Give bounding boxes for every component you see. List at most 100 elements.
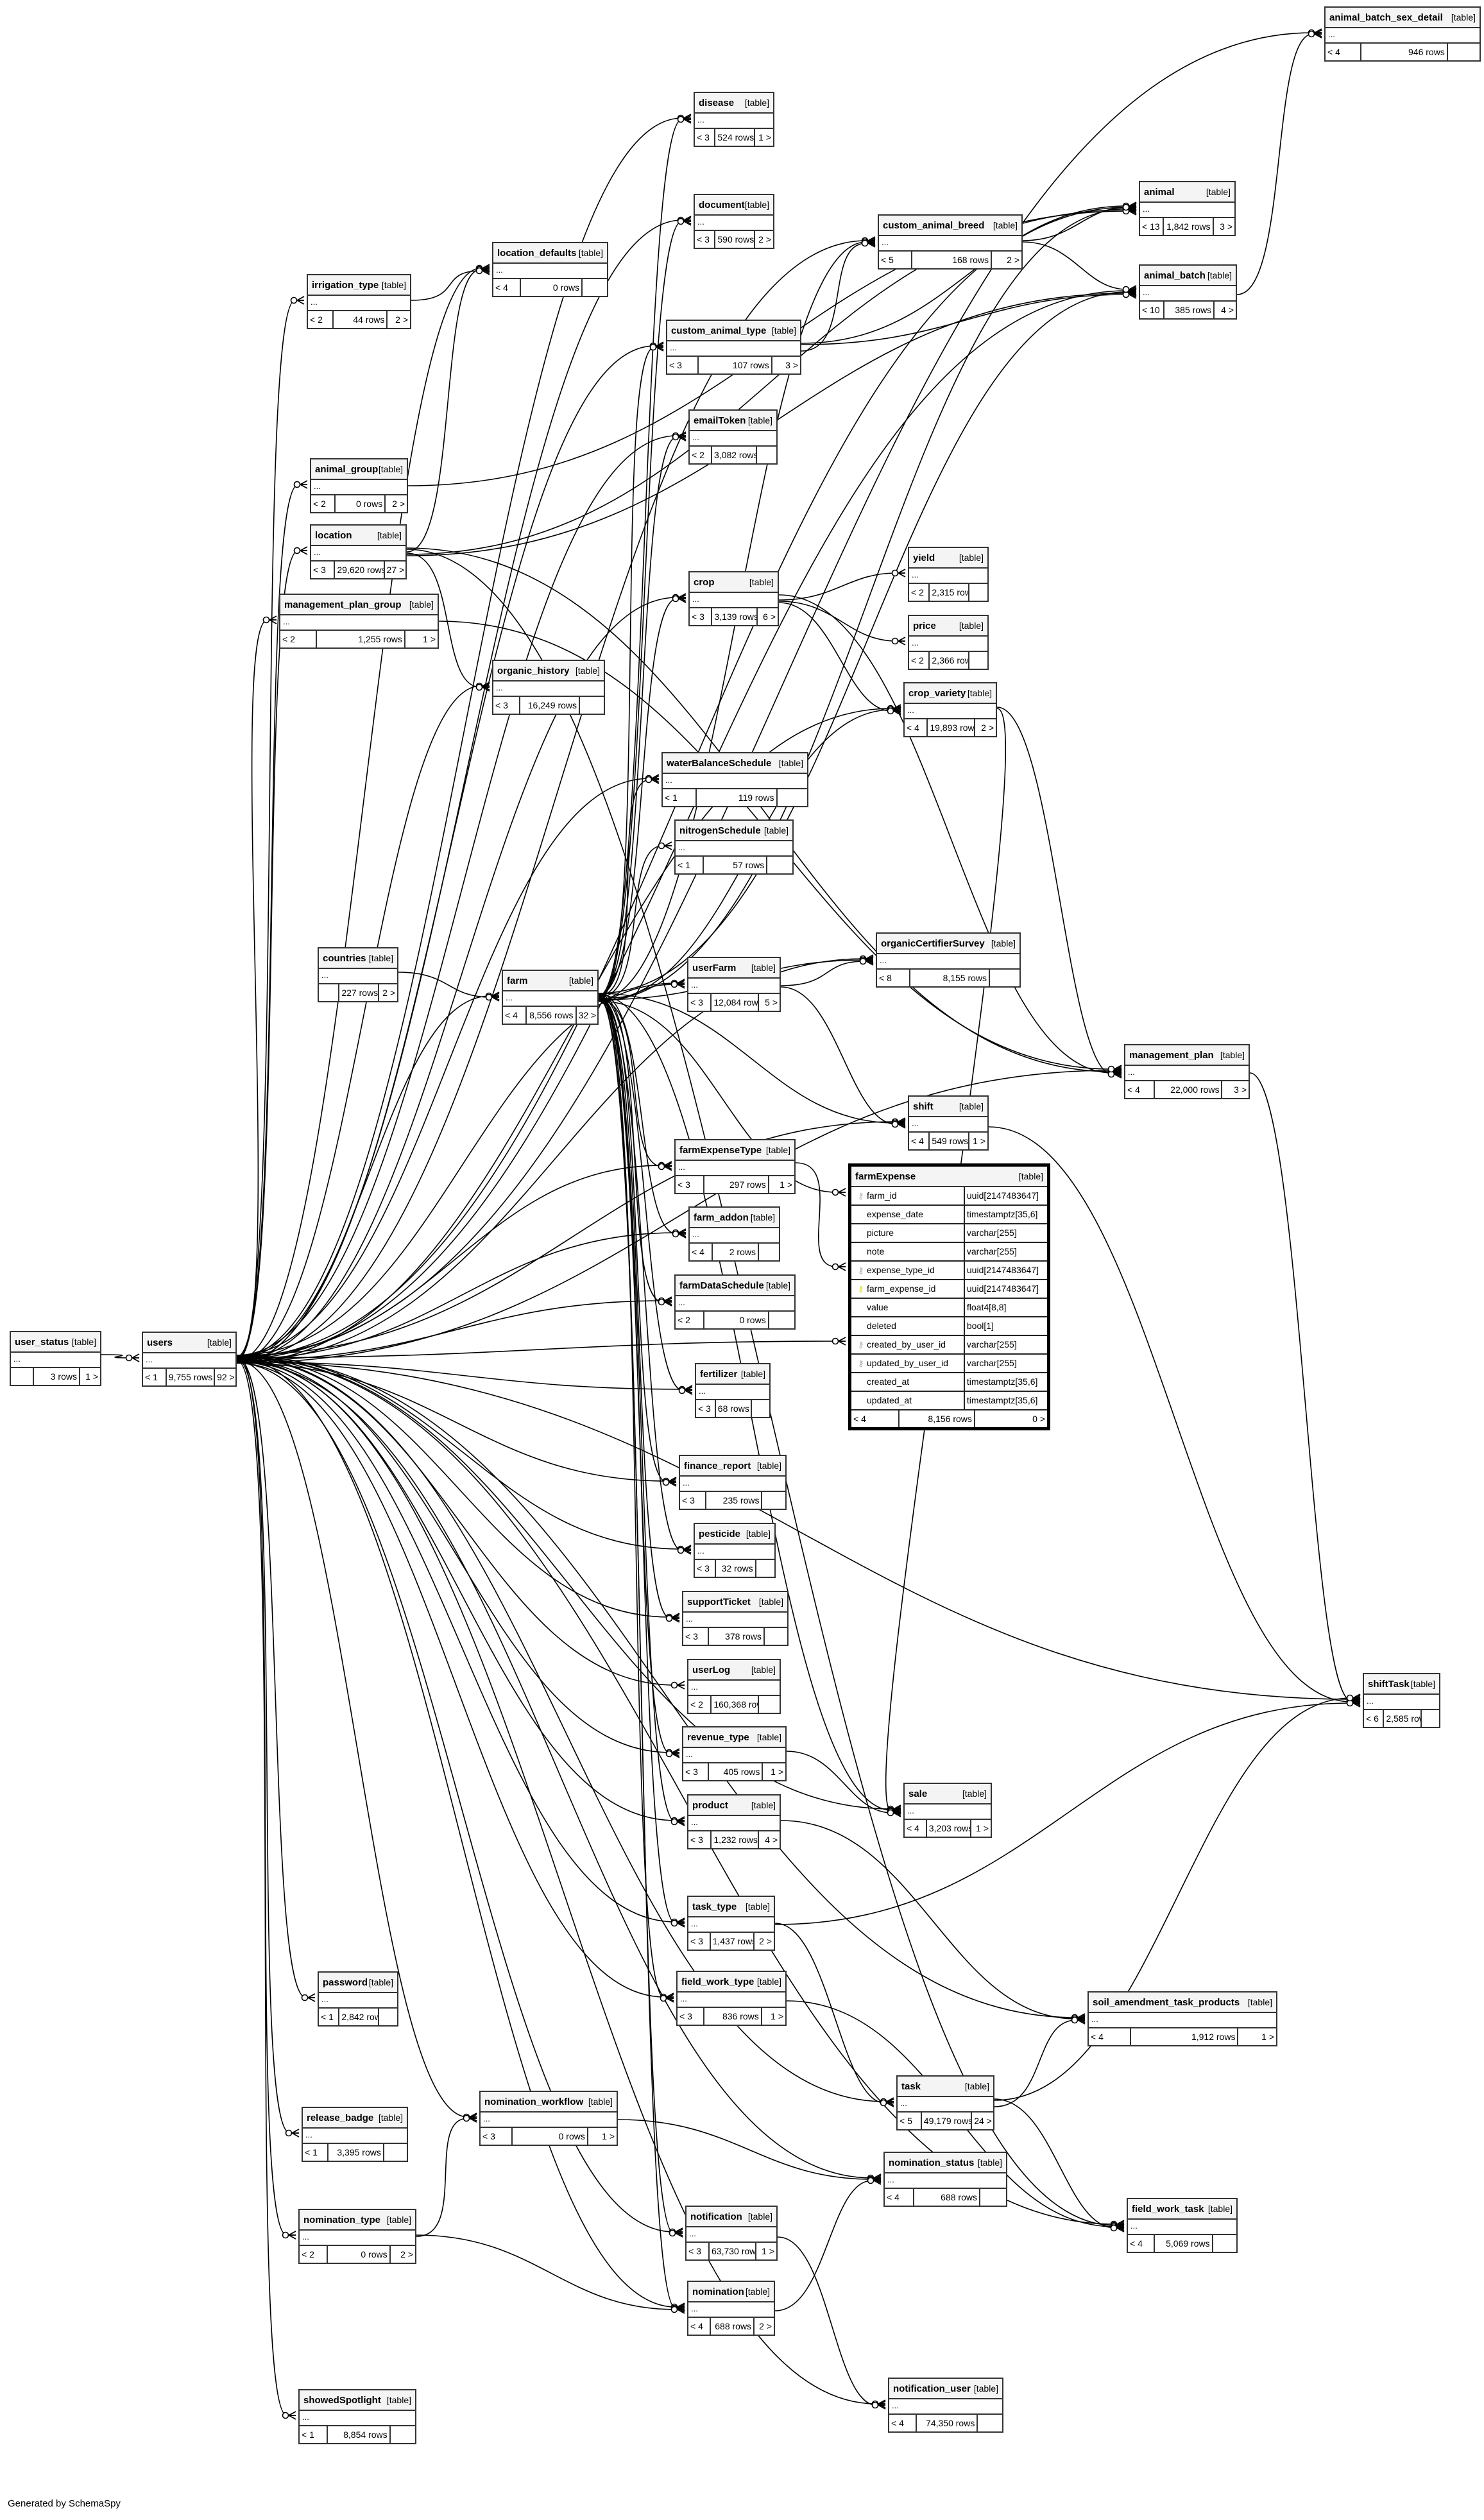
children-link[interactable]: 1 > [762,2246,774,2256]
columns-collapsed[interactable]: ... [688,1917,774,1933]
children-link[interactable] [384,2144,407,2161]
columns-collapsed[interactable]: ... [1140,203,1234,218]
columns-collapsed[interactable]: ... [1326,28,1480,44]
children-link[interactable] [969,652,987,669]
children-link[interactable]: 2 > [759,1936,772,1946]
columns-collapsed[interactable]: ... [909,637,987,652]
table-name[interactable]: countries [323,952,366,964]
parents-link[interactable]: < 3 [695,231,716,248]
table-name[interactable]: task_type [692,1901,737,1912]
columns-collapsed[interactable]: ... [1364,1695,1439,1710]
columns-collapsed[interactable]: ... [663,774,807,789]
parents-link[interactable]: < 3 [688,1831,712,1848]
columns-collapsed[interactable]: ... [688,2302,774,2318]
table-name[interactable]: sale [908,1788,928,1799]
children-link[interactable]: 2 > [759,2321,772,2331]
parents-link[interactable]: < 1 [143,1369,167,1385]
children-link[interactable] [978,2415,1002,2431]
parents-link[interactable]: < 3 [311,561,336,578]
table-name[interactable]: yield [913,552,935,563]
columns-collapsed[interactable]: ... [11,1353,100,1368]
columns-collapsed[interactable]: ... [311,546,405,561]
children-link[interactable]: 1 > [771,2011,783,2021]
parents-link[interactable]: < 2 [676,1312,704,1328]
table-name[interactable]: shiftTask [1368,1678,1410,1690]
parents-link[interactable]: < 4 [688,2318,711,2335]
children-link[interactable] [980,2189,1006,2206]
columns-collapsed[interactable]: ... [300,2231,415,2246]
children-link[interactable] [1422,1710,1439,1727]
parents-link[interactable]: < 3 [688,994,712,1011]
columns-collapsed[interactable]: ... [319,969,397,984]
parents-link[interactable]: < 4 [889,2415,917,2431]
parents-link[interactable]: < 1 [663,789,697,806]
children-link[interactable]: 0 > [1032,1414,1045,1424]
parents-link[interactable]: < 3 [696,1400,716,1417]
table-name[interactable]: disease [699,97,735,108]
table-name[interactable]: farm_addon [694,1212,749,1223]
parents-link[interactable] [319,984,340,1001]
parents-link[interactable]: < 4 [851,1410,900,1427]
columns-collapsed[interactable]: ... [319,1993,397,2009]
columns-collapsed[interactable]: ... [687,2227,776,2243]
columns-collapsed[interactable]: ... [311,480,407,495]
table-name[interactable]: document [699,199,745,210]
columns-collapsed[interactable]: ... [680,1477,785,1492]
children-link[interactable]: 1 > [973,1136,985,1146]
parents-link[interactable]: < 3 [695,1560,716,1577]
children-link[interactable]: 1 > [771,1767,783,1777]
table-name[interactable]: supportTicket [687,1596,751,1607]
table-password[interactable]: password[table]...< 12,842 rows [318,1971,398,2027]
parents-link[interactable]: < 3 [688,1933,711,1950]
children-link[interactable] [778,789,808,806]
parents-link[interactable]: < 2 [311,495,336,512]
table-name[interactable]: nomination [692,2286,744,2297]
parents-link[interactable]: < 1 [300,2426,328,2443]
columns-collapsed[interactable]: ... [683,1748,785,1763]
columns-collapsed[interactable]: ... [690,431,776,447]
table-name[interactable]: finance_report [684,1460,751,1471]
children-link[interactable]: 2 > [392,499,405,509]
children-link[interactable]: 1 > [780,1179,792,1190]
parents-link[interactable]: < 3 [683,1628,710,1645]
columns-collapsed[interactable]: ... [1128,2220,1236,2235]
columns-collapsed[interactable]: ... [678,1993,785,2008]
columns-collapsed[interactable]: ... [300,2411,415,2426]
children-link[interactable]: 3 > [785,360,798,370]
table-name[interactable]: farmExpense [855,1170,916,1182]
parents-link[interactable]: < 2 [300,2246,328,2263]
children-link[interactable] [990,970,1019,986]
table-name[interactable]: crop_variety [908,687,966,699]
children-link[interactable] [969,584,987,601]
children-link[interactable]: 2 > [758,234,771,244]
table-name[interactable]: field_work_type [681,1976,755,1987]
columns-collapsed[interactable]: ... [143,1353,235,1369]
table-name[interactable]: waterBalanceSchedule [667,757,772,769]
parents-link[interactable]: < 3 [690,608,713,625]
table-name[interactable]: fertilizer [700,1368,738,1380]
parents-link[interactable]: < 4 [493,279,522,296]
table-name[interactable]: management_plan [1129,1049,1214,1061]
table-name[interactable]: irrigation_type [312,279,379,291]
parents-link[interactable]: < 3 [678,2008,704,2025]
children-link[interactable]: 2 > [981,723,994,733]
table-name[interactable]: management_plan_group [284,599,402,610]
children-link[interactable]: 6 > [763,612,776,622]
parents-link[interactable]: < 2 [909,584,930,601]
columns-collapsed[interactable]: ... [879,236,1021,252]
table-name[interactable]: animal_group [315,463,379,475]
children-link[interactable]: 1 > [423,634,436,644]
